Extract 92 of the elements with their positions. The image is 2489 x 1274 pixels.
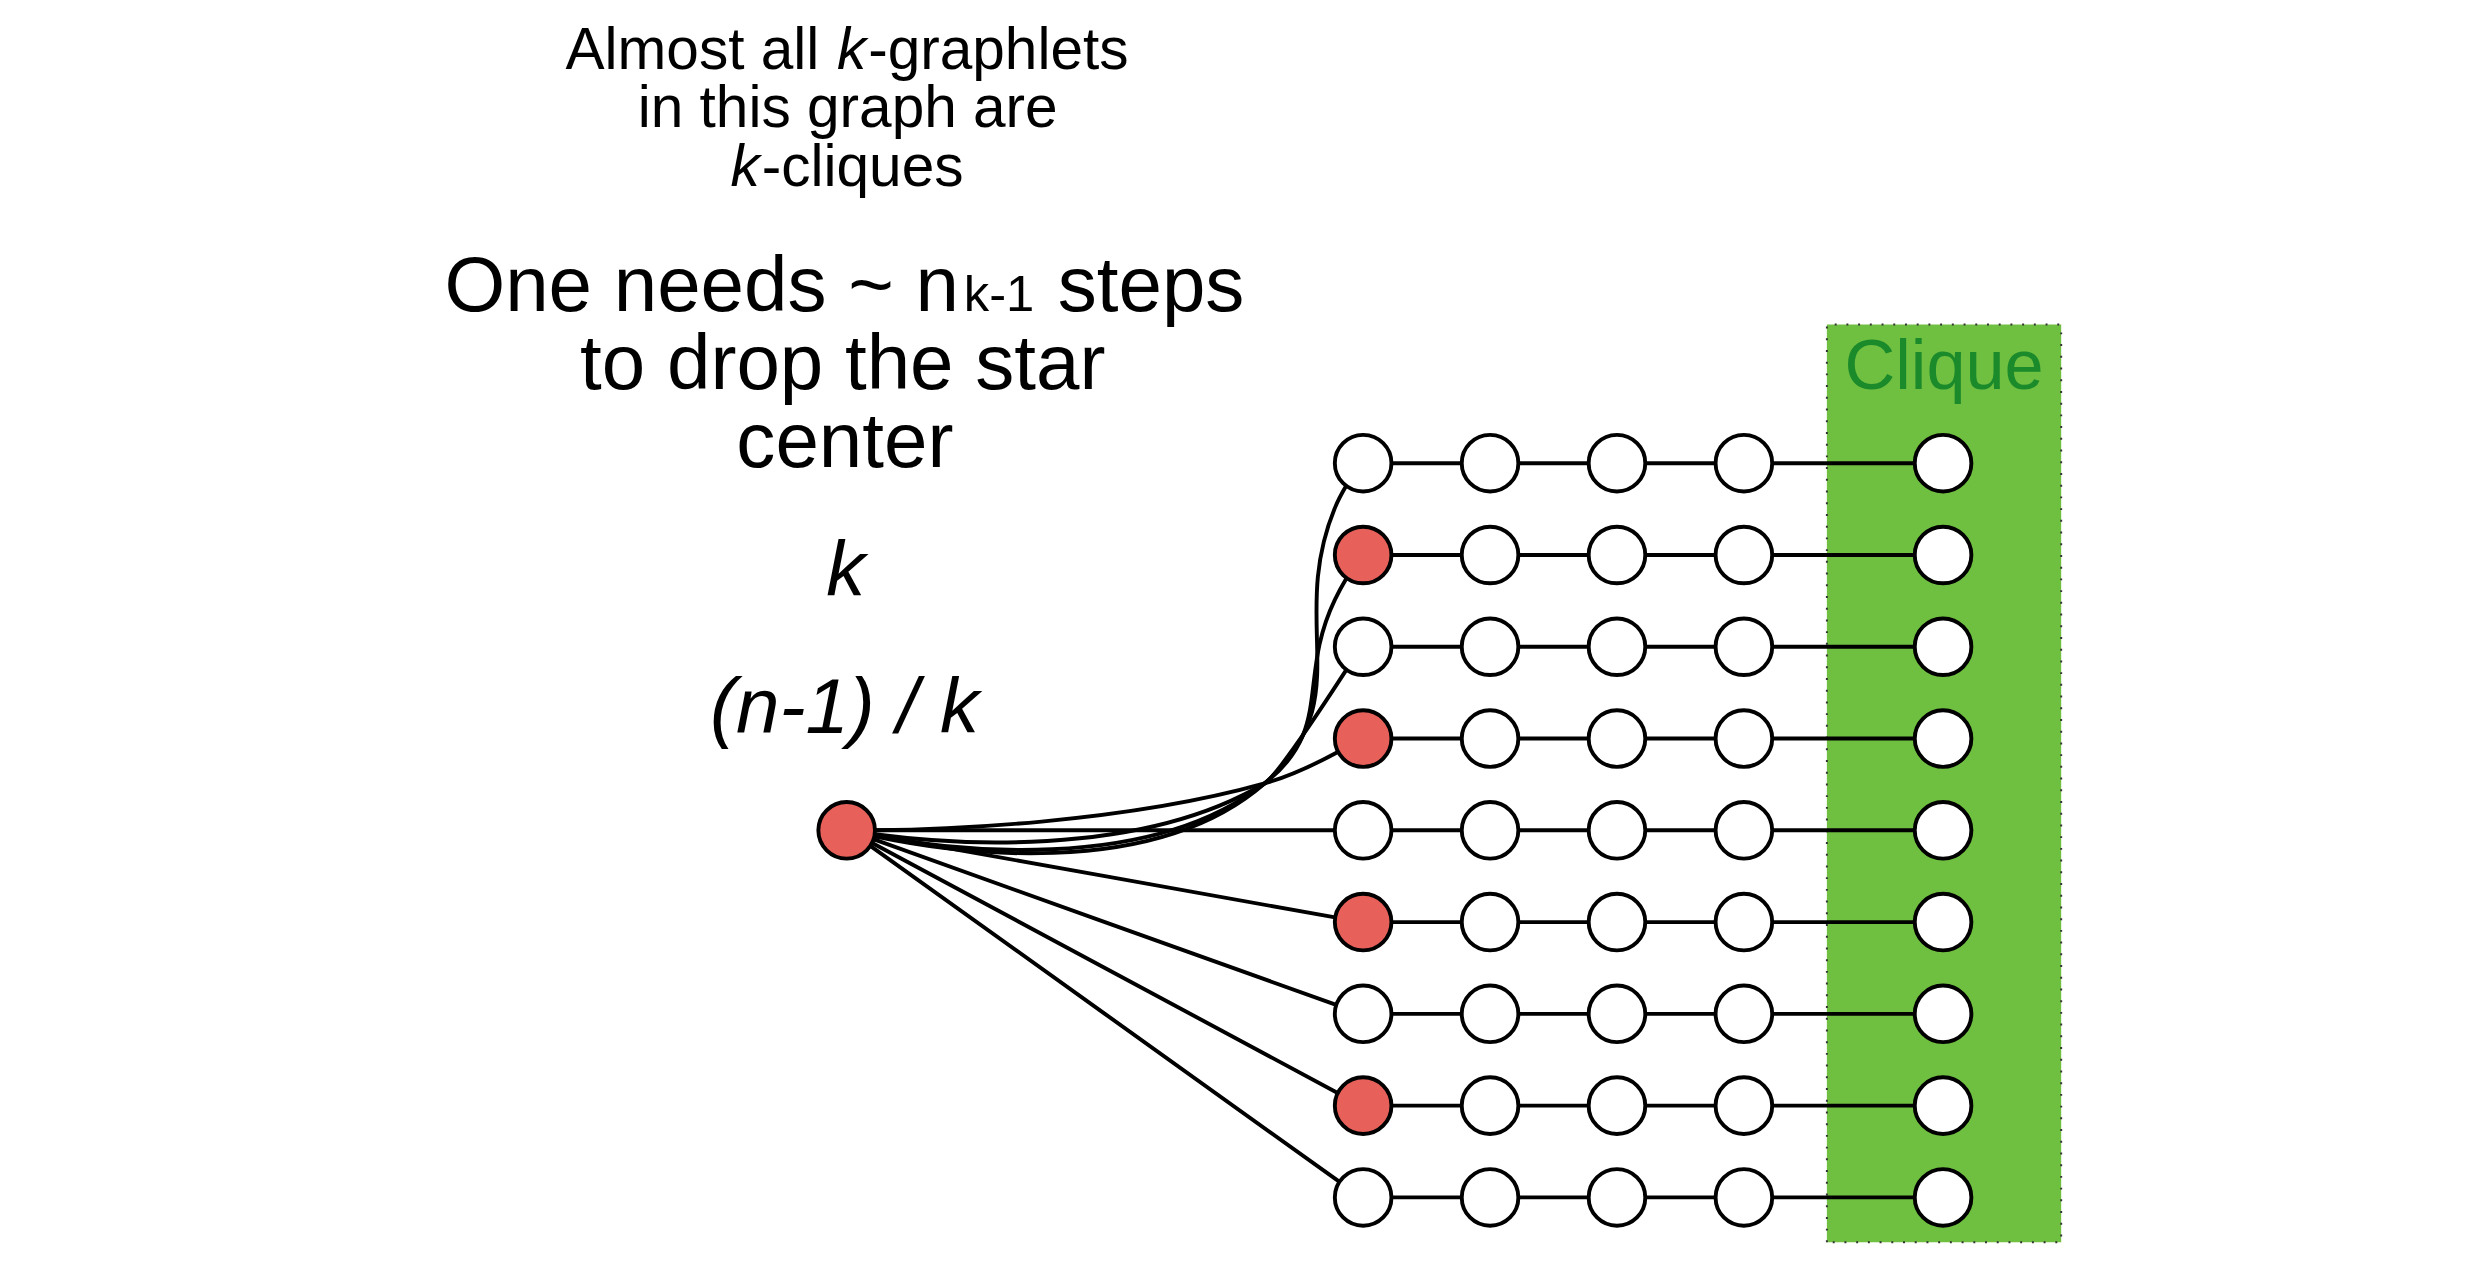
connector: [1518, 1103, 1588, 1108]
connector: [1518, 1011, 1588, 1016]
connector: [1772, 920, 1914, 925]
node-circle: [1459, 616, 1520, 678]
cluster: Clique: [1825, 323, 2062, 1244]
label: Almost all k-graphlets in this graph are k-cliques: [564, 15, 1129, 198]
connector: [1772, 736, 1914, 741]
node-circle: [1713, 432, 1774, 494]
connector: [873, 485, 1348, 856]
node-circle: [1912, 891, 1973, 953]
node-circle: [1912, 432, 1973, 494]
node-circle: [1912, 616, 1973, 678]
connector: [1518, 920, 1588, 925]
node-circle: [1459, 800, 1520, 861]
connector: [869, 844, 1340, 1184]
node-circle: [1459, 1075, 1520, 1136]
node-circle: [1586, 708, 1647, 769]
connector: [1772, 644, 1914, 649]
connector: [1645, 920, 1715, 925]
node-circle: [815, 800, 877, 861]
node-circle: [1332, 616, 1393, 678]
connector: [1391, 1103, 1461, 1108]
connector: [874, 577, 1348, 852]
node-circle: [1713, 800, 1774, 861]
node-circle: [1332, 432, 1393, 494]
connector: [1518, 736, 1588, 741]
connector: [1772, 461, 1914, 466]
connector: [1518, 828, 1588, 833]
node-circle: [1912, 800, 1973, 861]
node-circle: [1459, 983, 1520, 1045]
node-circle: [1332, 891, 1393, 953]
node-circle: [1332, 1075, 1393, 1136]
connector: [1645, 1195, 1715, 1200]
node-circle: [1586, 432, 1647, 494]
node-circle: [1713, 1167, 1774, 1228]
node-circle: [1586, 1075, 1647, 1136]
connector: [1518, 553, 1588, 557]
connector: [1645, 461, 1715, 466]
connector: [874, 828, 1335, 833]
connector: [1518, 461, 1588, 466]
connector: [1645, 553, 1715, 557]
node-circle: [1586, 983, 1647, 1045]
node-circle: [1459, 708, 1520, 769]
connector: [1391, 920, 1461, 925]
node-circle: [1459, 432, 1520, 494]
connector: [1391, 553, 1461, 557]
node-circle: [1586, 1167, 1647, 1228]
connector: [1645, 644, 1715, 649]
node-circle: [1332, 983, 1393, 1045]
node-circle: [1332, 524, 1393, 586]
connector: [1645, 828, 1715, 833]
connector: [1391, 461, 1461, 466]
node-circle: [1912, 1075, 1973, 1136]
node-circle: [1713, 616, 1774, 678]
connector: [1645, 1103, 1715, 1108]
connector: [1645, 736, 1715, 741]
connector: [1391, 828, 1461, 833]
node-circle: [1459, 524, 1520, 586]
node-circle: [1713, 1075, 1774, 1136]
node-circle: [1459, 891, 1520, 953]
node-circle: [1586, 800, 1647, 861]
node-circle: [1332, 1167, 1393, 1228]
connector: [1772, 828, 1914, 833]
connector: [874, 750, 1338, 833]
connector: [1645, 1011, 1715, 1016]
node-circle: [1332, 708, 1393, 769]
node-circle: [1713, 708, 1774, 769]
node-circle: [1713, 983, 1774, 1045]
connector: [1391, 1011, 1461, 1016]
connector: [1772, 1011, 1914, 1016]
connector: [1518, 1195, 1588, 1200]
node-circle: [1713, 891, 1774, 953]
node-circle: [1912, 708, 1973, 769]
connector: [1391, 736, 1461, 741]
connector: [1772, 553, 1914, 557]
node-circle: [1586, 891, 1647, 953]
connector: [874, 668, 1348, 845]
connector: [871, 841, 1338, 1095]
connector: [1391, 644, 1461, 649]
node-circle: [1586, 616, 1647, 678]
connector: [1772, 1195, 1914, 1200]
node-circle: [1713, 524, 1774, 586]
node-circle: [1912, 524, 1973, 586]
connector: [1518, 644, 1588, 649]
node-circle: [1912, 983, 1973, 1045]
connector: [1772, 1103, 1914, 1108]
node-circle: [1912, 1167, 1973, 1228]
node-circle: [1332, 800, 1393, 861]
node-circle: [1586, 524, 1647, 586]
node-circle: [1459, 1167, 1520, 1228]
connector: [872, 837, 1337, 1007]
connector: [1391, 1195, 1461, 1200]
